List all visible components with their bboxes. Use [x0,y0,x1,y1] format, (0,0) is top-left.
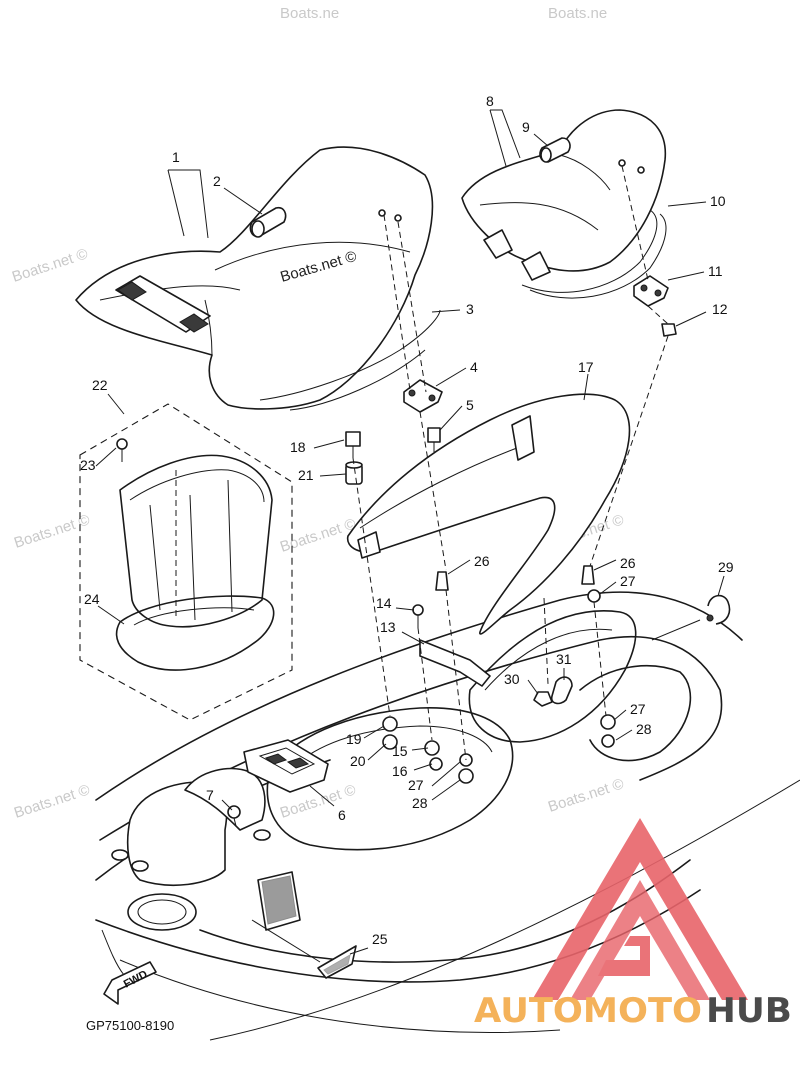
callout-27: 27 [630,701,646,717]
callout-20: 20 [350,753,366,769]
fwd-label: FWD [122,968,150,990]
callout-18: 18 [290,439,306,455]
watermark: Boats.net © [546,775,626,815]
callout-27: 27 [620,573,636,589]
leader-lines [95,109,725,963]
callout-1: 1 [172,149,180,165]
logo-triangle-icon [532,818,748,1000]
callout-11: 11 [708,263,723,279]
watermark: Boats.net © [10,245,90,285]
callout-13: 13 [380,619,396,635]
watermark: Boats.net © [12,781,92,821]
callout-3: 3 [466,301,474,317]
front-seat [75,146,441,411]
hull-deck [95,591,800,1041]
callout-31: 31 [556,651,572,667]
watermark: Boats.ne [280,5,339,22]
watermark: Boats.ne [548,5,607,22]
callouts: 1 2 3 4 5 6 7 8 9 10 11 12 13 14 15 16 1… [80,93,734,947]
callout-28: 28 [636,721,652,737]
callout-24: 24 [84,591,100,607]
callout-15: 15 [392,743,408,759]
callout-16: 16 [392,763,408,779]
callout-19: 19 [346,731,362,747]
callout-29: 29 [718,559,734,575]
callout-10: 10 [710,193,726,209]
callout-22: 22 [92,377,108,393]
callout-30: 30 [504,671,520,687]
watermark: Boats.net © [278,515,358,555]
callout-17: 17 [578,359,594,375]
callout-9: 9 [522,119,530,135]
automotohub-logo: AUTOMOTO HUB [474,818,792,1031]
callout-7: 7 [206,787,214,803]
callout-26: 26 [474,553,490,569]
callout-27: 27 [408,777,424,793]
assembly-lines [175,165,701,761]
callout-4: 4 [470,359,478,375]
diagram-code: GP75100-8190 [86,1018,174,1033]
logo-text-automoto: AUTOMOTO [474,991,702,1031]
callout-14: 14 [376,595,392,611]
callout-26: 26 [620,555,636,571]
hardware: FWD [103,275,731,1005]
callout-6: 6 [338,807,346,823]
callout-28: 28 [412,795,428,811]
callout-5: 5 [466,397,474,413]
callout-8: 8 [486,93,494,109]
callout-21: 21 [298,467,314,483]
grab-bar [346,393,631,635]
callout-2: 2 [213,173,221,189]
logo-text-hub: HUB [706,991,792,1031]
rear-seat [461,109,667,299]
callout-12: 12 [712,301,728,317]
storage-bin-group [79,403,293,721]
callout-25: 25 [372,931,388,947]
callout-23: 23 [80,457,96,473]
